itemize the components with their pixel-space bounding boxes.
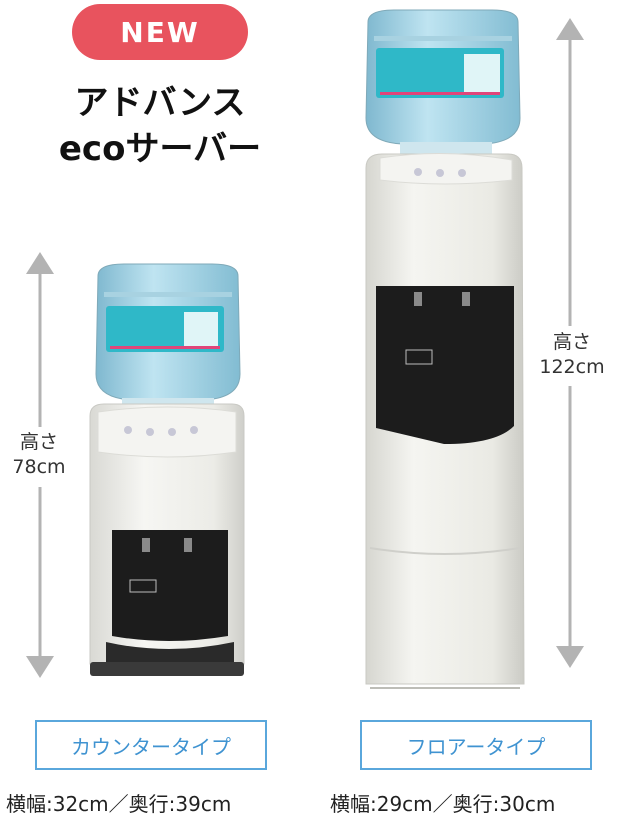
floor-height-value: 122cm [539,356,605,378]
counter-server-image [89,263,245,676]
product-title-line2: ecoサーバー [58,129,262,169]
counter-type-label: カウンタータイプ [35,720,267,770]
floor-type-label: フロアータイプ [360,720,592,770]
counter-height-value: 78cm [12,456,66,478]
counter-dimensions: 横幅:32cm／奥行:39cm [6,792,232,816]
floor-server-image [365,9,525,689]
counter-height-label: 高さ 78cm [2,430,76,480]
floor-height-label: 高さ 122cm [526,330,618,380]
new-badge: NEW [72,4,248,60]
floor-dimensions: 横幅:29cm／奥行:30cm [330,792,556,816]
floor-height-word: 高さ [552,331,591,353]
floor-height-label-bg [526,326,618,386]
counter-height-label-bg [0,427,78,487]
counter-height-word: 高さ [19,431,58,453]
product-title-line1: アドバンス [74,83,246,123]
